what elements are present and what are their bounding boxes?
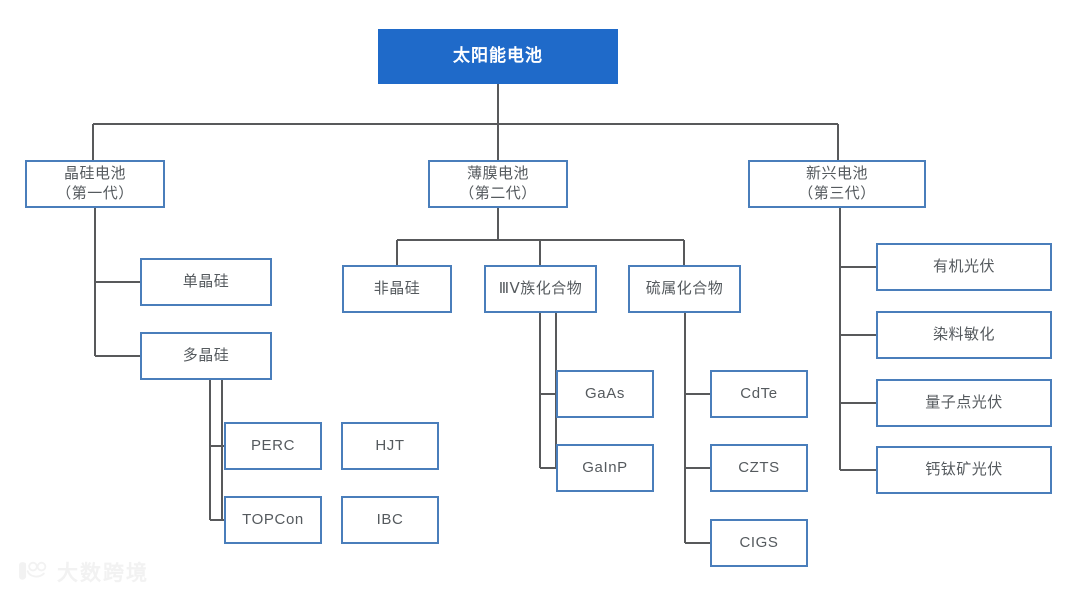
node-root-solar-cell[interactable]: 太阳能电池	[378, 29, 618, 84]
node-organic-photovoltaic[interactable]: 有机光伏	[876, 243, 1052, 291]
node-iii-v-compound[interactable]: ⅢⅤ族化合物	[484, 265, 597, 313]
node-topcon[interactable]: TOPCon	[224, 496, 322, 544]
node-gainp[interactable]: GaInP	[556, 444, 654, 492]
node-gaas[interactable]: GaAs	[556, 370, 654, 418]
node-dye-sensitized[interactable]: 染料敏化	[876, 311, 1052, 359]
node-crystalline-silicon-cell[interactable]: 晶硅电池 （第一代）	[25, 160, 165, 208]
node-hjt[interactable]: HJT	[341, 422, 439, 470]
node-mono-crystalline-silicon[interactable]: 单晶硅	[140, 258, 272, 306]
node-emerging-cell[interactable]: 新兴电池 （第三代）	[748, 160, 926, 208]
node-ibc[interactable]: IBC	[341, 496, 439, 544]
node-chalcogenide-compound[interactable]: 硫属化合物	[628, 265, 741, 313]
node-cigs[interactable]: CIGS	[710, 519, 808, 567]
node-poly-crystalline-silicon[interactable]: 多晶硅	[140, 332, 272, 380]
node-czts[interactable]: CZTS	[710, 444, 808, 492]
node-thin-film-cell[interactable]: 薄膜电池 （第二代）	[428, 160, 568, 208]
node-quantum-dot-photovoltaic[interactable]: 量子点光伏	[876, 379, 1052, 427]
node-amorphous-silicon[interactable]: 非晶硅	[342, 265, 452, 313]
node-perc[interactable]: PERC	[224, 422, 322, 470]
node-cdte[interactable]: CdTe	[710, 370, 808, 418]
node-perovskite-photovoltaic[interactable]: 钙钛矿光伏	[876, 446, 1052, 494]
